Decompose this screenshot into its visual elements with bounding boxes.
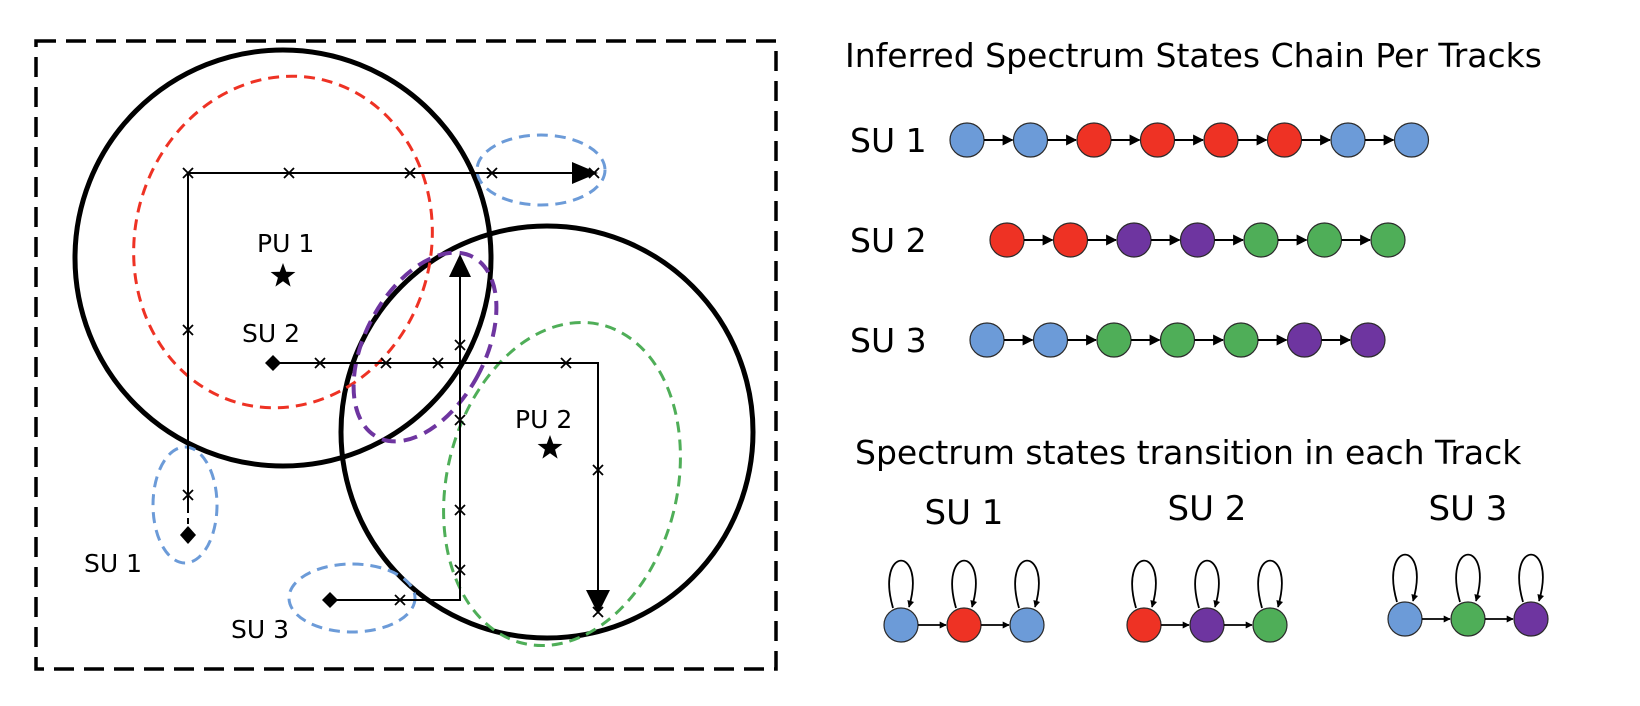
transitions-title: Spectrum states transition in each Track [855,433,1522,472]
state-node-purple [1350,322,1386,358]
self-loop-arrow [1194,559,1221,609]
pu2-star [537,435,563,459]
blue-state-region-su1-top [475,133,607,207]
state-node-blue [1393,122,1430,158]
self-loop-arrow [1392,553,1419,603]
state-node-blue [1012,122,1049,158]
map-boundary [34,39,778,671]
su3-start-marker [322,592,338,608]
state-node-green [1243,222,1279,258]
state-node-red [1076,122,1112,158]
transition-node-blue [883,607,919,643]
observation-marks [182,167,604,618]
state-node-purple [1286,322,1323,358]
su1-track-arrowhead [572,162,598,184]
transition-node-red [1126,607,1162,643]
su2-start-marker [265,355,281,371]
state-node-purple [1179,222,1216,258]
self-loop-arrow [1518,553,1545,603]
transition-node-green [1450,601,1486,637]
state-transition-diagrams: SU 1 SU 2 SU 3 [883,489,1549,643]
transition-node-purple [1189,607,1225,643]
transition-label-su2: SU 2 [1168,489,1247,529]
state-node-red [1203,122,1239,158]
state-node-blue [949,122,985,158]
transition-label-su3: SU 3 [1429,489,1508,529]
transition-node-green [1252,607,1288,643]
transition-node-blue [1009,607,1045,643]
self-loop-arrow [1257,559,1284,609]
state-node-green [1096,322,1132,358]
transition-node-purple [1513,601,1549,637]
green-state-region [442,320,682,648]
su1-label: SU 1 [84,549,142,578]
pu1-star [270,263,296,287]
transition-label-su1: SU 1 [925,493,1004,533]
su2-track [273,362,610,614]
state-node-blue [1032,322,1069,358]
su3-track [330,254,471,601]
state-node-red [1139,122,1176,158]
self-loop-arrow [1131,559,1158,609]
state-node-green [1223,322,1259,358]
state-node-green [1370,222,1406,258]
pu2-label: PU 2 [515,405,572,434]
coverage-map: PU 1 PU 2 SU 1 SU 2 SU 3 [34,39,778,671]
su3-label: SU 3 [231,615,289,644]
purple-state-region [351,250,499,444]
state-node-red [1052,222,1089,258]
state-chains: SU 1 SU 2 SU 3 [850,121,1430,360]
state-node-green [1159,322,1196,358]
state-node-blue [1330,122,1366,158]
state-node-purple [1116,222,1152,258]
su2-track-arrowhead [586,590,610,614]
chain-label-su1: SU 1 [850,121,927,160]
pu2-coverage-circle [338,223,756,641]
chains-title: Inferred Spectrum States Chain Per Track… [845,36,1542,75]
self-loop-arrow [888,559,915,609]
transition-node-blue [1387,601,1423,637]
self-loop-arrow [1014,559,1041,609]
su2-label: SU 2 [242,319,300,348]
state-node-red [1266,122,1303,158]
blue-state-region-su3-start [287,562,417,634]
su1-start-marker [180,526,196,544]
pu1-coverage-circle [72,47,494,469]
blue-state-region-su1-start [151,445,219,565]
state-node-blue [969,322,1005,358]
chain-label-su3: SU 3 [850,321,927,360]
chain-label-su2: SU 2 [850,221,927,260]
self-loop-arrow [1455,553,1482,603]
self-loop-arrow [951,559,978,609]
pu1-label: PU 1 [257,229,314,258]
red-state-region [132,74,434,410]
state-node-red [989,222,1025,258]
su3-track-arrowhead [449,254,471,277]
transition-node-red [946,607,982,643]
state-node-green [1306,222,1343,258]
